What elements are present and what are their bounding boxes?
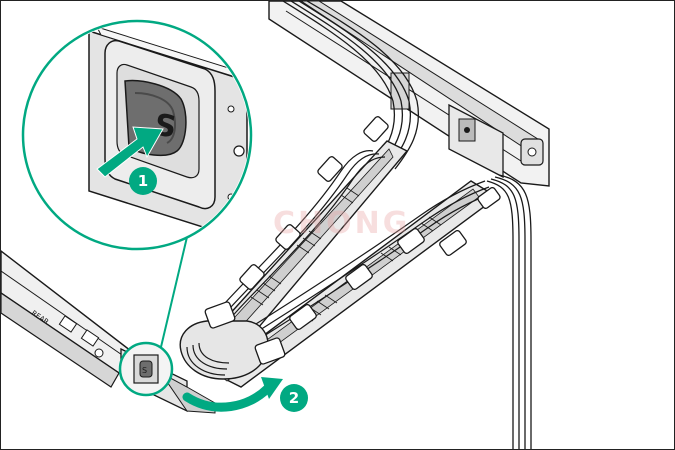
latch-small-detail: S	[133, 354, 159, 384]
cma-upper-arm	[196, 116, 409, 354]
callout-step-2: 2	[280, 384, 308, 412]
callout-step-1: 1	[129, 167, 157, 195]
svg-text:S: S	[142, 366, 147, 375]
left-rack-rail: REAR	[1, 250, 216, 414]
rotate-arm-arrow	[182, 377, 283, 412]
push-latch-arrow	[96, 126, 164, 178]
zoom-inset: S	[21, 19, 253, 251]
top-rack-rail	[268, 1, 550, 187]
cma-elbow-hinge	[179, 301, 286, 380]
inset-leader-line	[160, 236, 188, 348]
cable-bundle-right-drop	[486, 174, 532, 449]
cma-lower-arm	[196, 180, 501, 388]
